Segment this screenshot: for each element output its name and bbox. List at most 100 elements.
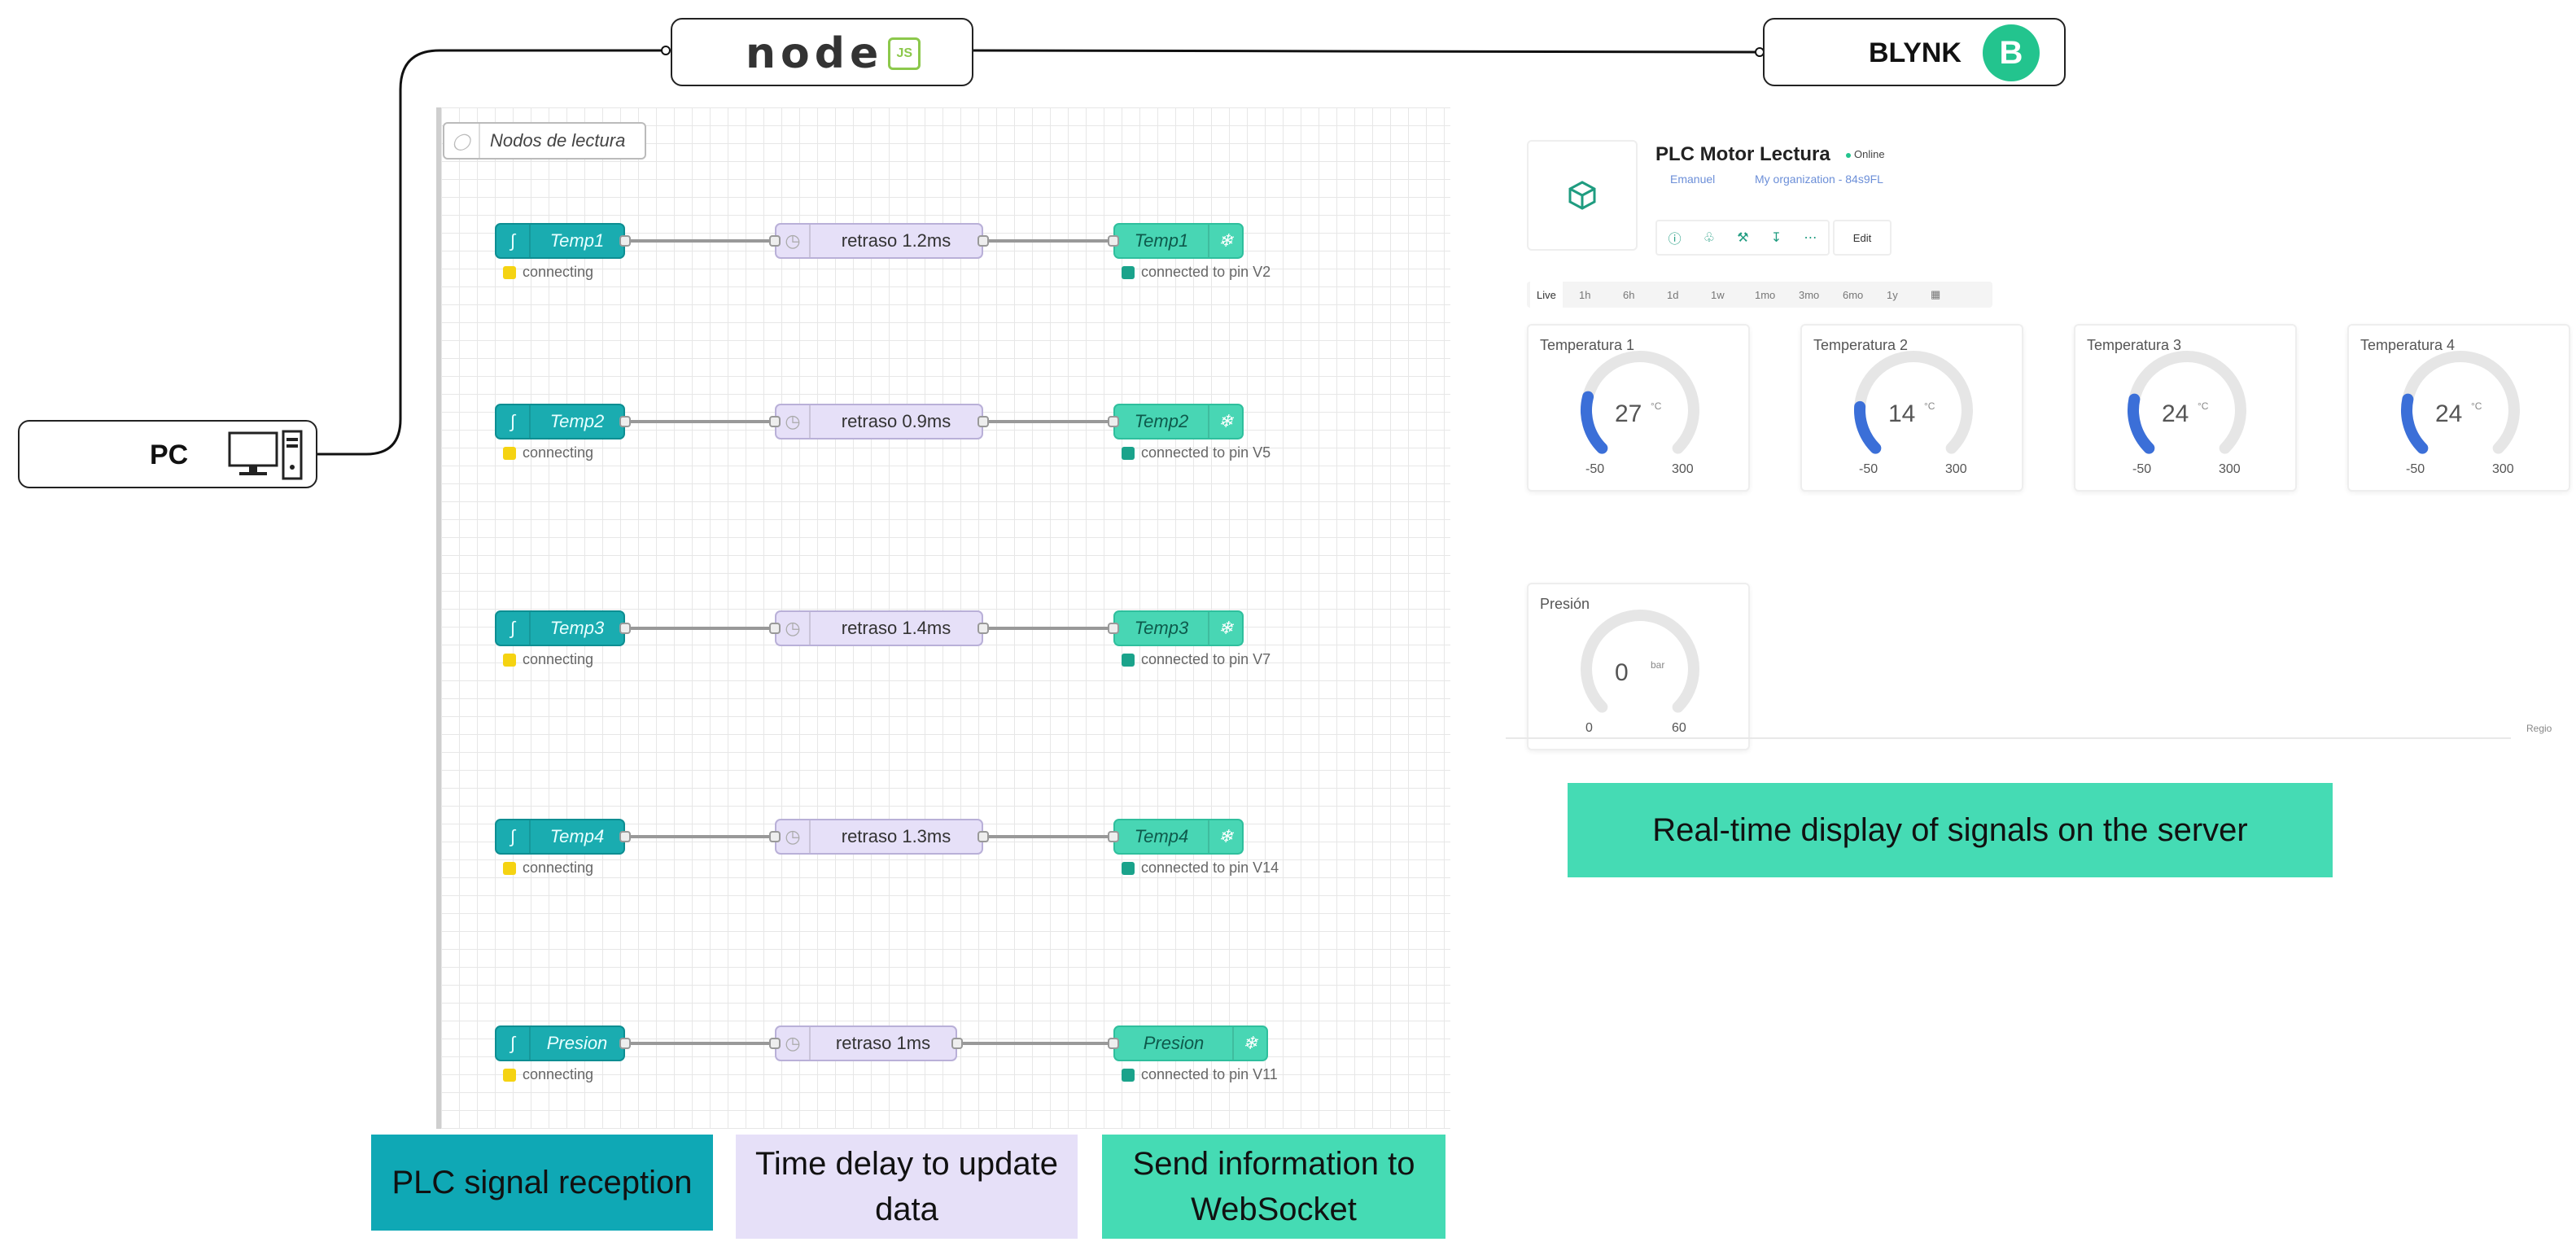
output-node-label: Temp4 (1134, 826, 1189, 846)
gauge-title: Temperatura 3 (2087, 337, 2182, 353)
input-node[interactable]: ∫Temp1 (495, 223, 625, 259)
input-node[interactable]: ∫Temp3 (495, 610, 625, 646)
gauge-min: -50 (1585, 462, 1605, 476)
output-node-label: Temp1 (1134, 230, 1189, 251)
pc-label: PC (150, 439, 189, 470)
delay-node[interactable]: ◷retraso 1.2ms (775, 223, 983, 259)
status-dot-icon (1122, 446, 1135, 460)
output-status-text: connected to pin V11 (1141, 1066, 1278, 1082)
status-dot-icon (1122, 1068, 1135, 1082)
node-port[interactable] (619, 235, 631, 247)
websocket-icon: ❄ (1208, 612, 1242, 645)
node-port[interactable] (619, 416, 631, 427)
calendar-icon[interactable]: ▦ (1931, 288, 1941, 300)
delay-node-label: retraso 0.9ms (841, 411, 951, 431)
node-port[interactable] (977, 831, 989, 842)
node-port[interactable] (769, 831, 781, 842)
gauge-fill (2128, 393, 2155, 454)
output-node[interactable]: Temp1❄ (1113, 223, 1244, 259)
more-icon[interactable]: ⋯ (1804, 231, 1817, 245)
node-port[interactable] (619, 831, 631, 842)
edit-button[interactable]: Edit (1833, 220, 1892, 256)
input-node[interactable]: ∫Temp4 (495, 819, 625, 855)
input-status-text: connecting (523, 444, 594, 461)
input-node[interactable]: ∫Temp2 (495, 404, 625, 439)
device-status: Online (1854, 148, 1885, 160)
gauge-title: Presión (1540, 596, 1590, 612)
gauge-value: 24 (2435, 400, 2463, 427)
gauge-track (1581, 610, 1699, 713)
node-port[interactable] (769, 623, 781, 634)
comment-node[interactable]: ◯ Nodos de lectura (443, 122, 646, 160)
bell-icon[interactable]: ♧ (1703, 231, 1716, 245)
gauge-fill (1854, 400, 1882, 454)
output-node[interactable]: Temp2❄ (1113, 404, 1244, 439)
output-node[interactable]: Temp3❄ (1113, 610, 1244, 646)
node-port[interactable] (1108, 416, 1119, 427)
node-port[interactable] (619, 623, 631, 634)
delay-node[interactable]: ◷retraso 1.3ms (775, 819, 983, 855)
nodejs-logo: node JS (746, 29, 921, 78)
delay-node[interactable]: ◷retraso 0.9ms (775, 404, 983, 439)
node-port[interactable] (951, 1038, 963, 1049)
time-tab[interactable]: 1mo (1755, 288, 1776, 301)
output-node[interactable]: Temp4❄ (1113, 819, 1244, 855)
owner-name[interactable]: Emanuel (1670, 173, 1716, 186)
legend-send-websocket: Send information to WebSocket (1102, 1135, 1445, 1239)
output-status-text: connected to pin V2 (1141, 264, 1271, 280)
nodejs-box: node JS (671, 18, 973, 86)
organization-name[interactable]: My organization - 84s9FL (1755, 173, 1883, 186)
time-tab[interactable]: 1h (1579, 288, 1591, 301)
status-dot-icon (1122, 265, 1135, 279)
status-dot-icon (1122, 861, 1135, 875)
node-port[interactable] (977, 623, 989, 634)
time-tab[interactable]: 1w (1711, 288, 1725, 301)
websocket-icon: ❄ (1208, 405, 1242, 438)
node-port[interactable] (769, 1038, 781, 1049)
time-tab[interactable]: Live (1530, 282, 1563, 308)
info-icon[interactable]: ⓘ (1668, 233, 1682, 247)
node-port[interactable] (977, 235, 989, 247)
time-tab[interactable]: 6mo (1843, 288, 1864, 301)
time-tab[interactable]: 1d (1667, 288, 1679, 301)
wrench-icon[interactable]: ⚒ (1737, 231, 1749, 245)
gauge-value: 24 (2162, 400, 2189, 427)
edit-label: Edit (1852, 231, 1872, 244)
flow-wire (983, 627, 1113, 630)
gauge-max: 300 (1945, 462, 1967, 476)
gauge-fill (1581, 391, 1608, 454)
status-dot-icon (503, 1068, 516, 1082)
input-node-label: Temp2 (549, 411, 605, 431)
input-node[interactable]: ∫Presion (495, 1025, 625, 1061)
flow-wire (625, 239, 775, 243)
time-tab[interactable]: 1y (1887, 288, 1898, 301)
gauge-max: 300 (1672, 462, 1694, 476)
input-status: connecting (503, 444, 593, 461)
blynk-box: BLYNK B (1763, 18, 2066, 86)
download-icon[interactable]: ↧ (1770, 231, 1782, 245)
gauge-min: -50 (2406, 462, 2425, 476)
delay-node[interactable]: ◷retraso 1ms (775, 1025, 957, 1061)
blynk-logo-icon: B (1983, 24, 2040, 81)
output-node[interactable]: Presion❄ (1113, 1025, 1268, 1061)
delay-node[interactable]: ◷retraso 1.4ms (775, 610, 983, 646)
time-tab[interactable]: 3mo (1799, 288, 1820, 301)
node-port[interactable] (769, 235, 781, 247)
node-port[interactable] (769, 416, 781, 427)
node-port[interactable] (619, 1038, 631, 1049)
node-port[interactable] (977, 416, 989, 427)
gauge-fill (2401, 393, 2429, 454)
node-port[interactable] (1108, 235, 1119, 247)
output-status-text: connected to pin V14 (1141, 859, 1279, 876)
node-port[interactable] (1108, 1038, 1119, 1049)
flow-wire (957, 1042, 1113, 1045)
time-tab[interactable]: 6h (1623, 288, 1635, 301)
node-port[interactable] (1108, 623, 1119, 634)
node-port[interactable] (1108, 831, 1119, 842)
